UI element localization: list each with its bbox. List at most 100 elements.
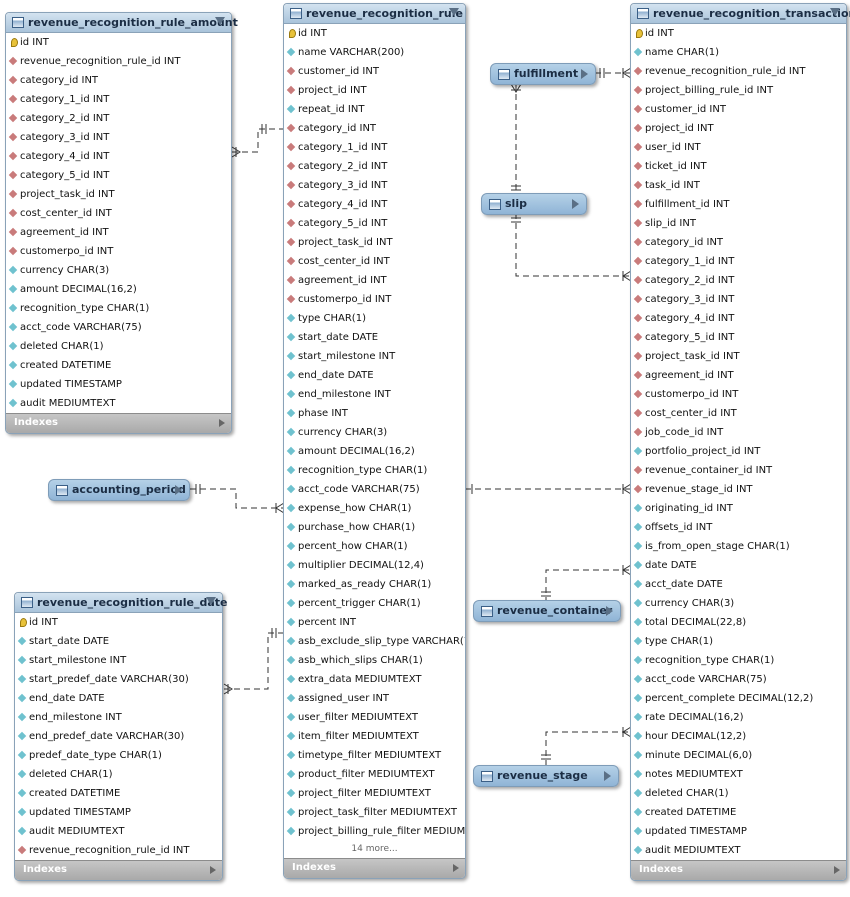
column-row[interactable]: category_2_id INT — [631, 271, 846, 290]
collapse-arrow-icon[interactable] — [449, 8, 459, 16]
column-row[interactable]: product_filter MEDIUMTEXT — [284, 765, 465, 784]
expand-arrow-icon[interactable] — [219, 419, 225, 427]
column-row[interactable]: fulfillment_id INT — [631, 195, 846, 214]
expand-arrow-icon[interactable] — [572, 199, 579, 209]
column-row[interactable]: customerpo_id INT — [631, 385, 846, 404]
column-row[interactable]: id INT — [15, 613, 222, 632]
column-row[interactable]: audit MEDIUMTEXT — [15, 822, 222, 841]
column-row[interactable]: revenue_container_id INT — [631, 461, 846, 480]
column-row[interactable]: created DATETIME — [6, 356, 231, 375]
column-row[interactable]: minute DECIMAL(6,0) — [631, 746, 846, 765]
column-row[interactable]: category_5_id INT — [631, 328, 846, 347]
expand-arrow-icon[interactable] — [175, 485, 182, 495]
column-row[interactable]: project_id INT — [284, 81, 465, 100]
column-row[interactable]: agreement_id INT — [284, 271, 465, 290]
table-header[interactable]: revenue_recognition_transaction — [631, 4, 850, 24]
column-row[interactable]: customerpo_id INT — [284, 290, 465, 309]
column-row[interactable]: recognition_type CHAR(1) — [6, 299, 231, 318]
column-row[interactable]: rate DECIMAL(16,2) — [631, 708, 846, 727]
column-row[interactable]: customerpo_id INT — [6, 242, 231, 261]
column-row[interactable]: is_from_open_stage CHAR(1) — [631, 537, 846, 556]
column-row[interactable]: ticket_id INT — [631, 157, 846, 176]
table-header[interactable]: revenue_recognition_rule_date — [15, 593, 228, 613]
column-row[interactable]: category_id INT — [284, 119, 465, 138]
column-row[interactable]: start_predef_date VARCHAR(30) — [15, 670, 222, 689]
column-row[interactable]: updated TIMESTAMP — [15, 803, 222, 822]
column-row[interactable]: project_task_filter MEDIUMTEXT — [284, 803, 465, 822]
column-row[interactable]: amount DECIMAL(16,2) — [284, 442, 465, 461]
column-row[interactable]: marked_as_ready CHAR(1) — [284, 575, 465, 594]
more-columns-link[interactable]: 14 more... — [351, 844, 398, 854]
column-row[interactable]: audit MEDIUMTEXT — [6, 394, 231, 413]
table-slip-collapsed[interactable]: slip — [481, 193, 587, 215]
column-row[interactable]: category_1_id INT — [284, 138, 465, 157]
column-row[interactable]: category_1_id INT — [6, 90, 231, 109]
column-row[interactable]: customer_id INT — [631, 100, 846, 119]
column-row[interactable]: project_task_id INT — [6, 185, 231, 204]
column-row[interactable]: updated TIMESTAMP — [6, 375, 231, 394]
column-row[interactable]: name CHAR(1) — [631, 43, 846, 62]
column-row[interactable]: notes MEDIUMTEXT — [631, 765, 846, 784]
column-row[interactable]: extra_data MEDIUMTEXT — [284, 670, 465, 689]
column-row[interactable]: deleted CHAR(1) — [6, 337, 231, 356]
column-row[interactable]: project_id INT — [631, 119, 846, 138]
column-row[interactable]: multiplier DECIMAL(12,4) — [284, 556, 465, 575]
expand-arrow-icon[interactable] — [606, 606, 613, 616]
column-row[interactable]: user_filter MEDIUMTEXT — [284, 708, 465, 727]
column-row[interactable]: end_milestone INT — [15, 708, 222, 727]
column-row[interactable]: user_id INT — [631, 138, 846, 157]
column-row[interactable]: audit MEDIUMTEXT — [631, 841, 846, 860]
column-row[interactable]: updated TIMESTAMP — [631, 822, 846, 841]
column-row[interactable]: assigned_user INT — [284, 689, 465, 708]
column-row[interactable]: end_predef_date VARCHAR(30) — [15, 727, 222, 746]
column-row[interactable]: project_billing_rule_filter MEDIUMTE... — [284, 822, 465, 841]
column-row[interactable]: category_3_id INT — [6, 128, 231, 147]
column-row[interactable]: predef_date_type CHAR(1) — [15, 746, 222, 765]
column-row[interactable]: recognition_type CHAR(1) — [631, 651, 846, 670]
collapse-arrow-icon[interactable] — [206, 597, 216, 605]
column-row[interactable]: timetype_filter MEDIUMTEXT — [284, 746, 465, 765]
column-row[interactable]: hour DECIMAL(12,2) — [631, 727, 846, 746]
table-header[interactable]: revenue_recognition_rule_amount — [6, 13, 238, 33]
column-row[interactable]: category_5_id INT — [6, 166, 231, 185]
indexes-bar[interactable]: Indexes — [15, 860, 222, 880]
column-row[interactable]: category_1_id INT — [631, 252, 846, 271]
column-row[interactable]: category_id INT — [631, 233, 846, 252]
table-header[interactable]: revenue_recognition_rule — [284, 4, 465, 24]
column-row[interactable]: job_code_id INT — [631, 423, 846, 442]
collapse-arrow-icon[interactable] — [830, 8, 840, 16]
column-row[interactable]: category_5_id INT — [284, 214, 465, 233]
table-revenue-container-collapsed[interactable]: revenue_container — [473, 600, 621, 622]
column-row[interactable]: project_filter MEDIUMTEXT — [284, 784, 465, 803]
column-row[interactable]: agreement_id INT — [631, 366, 846, 385]
column-row[interactable]: currency CHAR(3) — [284, 423, 465, 442]
column-row[interactable]: id INT — [631, 24, 846, 43]
column-row[interactable]: start_date DATE — [15, 632, 222, 651]
column-row[interactable]: phase INT — [284, 404, 465, 423]
column-row[interactable]: amount DECIMAL(16,2) — [6, 280, 231, 299]
column-row[interactable]: category_4_id INT — [6, 147, 231, 166]
column-row[interactable]: category_4_id INT — [631, 309, 846, 328]
column-row[interactable]: start_milestone INT — [284, 347, 465, 366]
column-row[interactable]: percent_trigger CHAR(1) — [284, 594, 465, 613]
column-row[interactable]: created DATETIME — [15, 784, 222, 803]
column-row[interactable]: revenue_recognition_rule_id INT — [15, 841, 222, 860]
column-row[interactable]: end_date DATE — [284, 366, 465, 385]
column-row[interactable]: category_3_id INT — [284, 176, 465, 195]
column-row[interactable]: percent_how CHAR(1) — [284, 537, 465, 556]
column-row[interactable]: category_2_id INT — [284, 157, 465, 176]
column-row[interactable]: revenue_stage_id INT — [631, 480, 846, 499]
column-row[interactable]: end_date DATE — [15, 689, 222, 708]
column-row[interactable]: percent INT — [284, 613, 465, 632]
column-row[interactable]: type CHAR(1) — [284, 309, 465, 328]
column-row[interactable]: revenue_recognition_rule_id INT — [631, 62, 846, 81]
column-row[interactable]: category_4_id INT — [284, 195, 465, 214]
column-row[interactable]: expense_how CHAR(1) — [284, 499, 465, 518]
column-row[interactable]: start_date DATE — [284, 328, 465, 347]
column-row[interactable]: revenue_recognition_rule_id INT — [6, 52, 231, 71]
column-row[interactable]: asb_which_slips CHAR(1) — [284, 651, 465, 670]
